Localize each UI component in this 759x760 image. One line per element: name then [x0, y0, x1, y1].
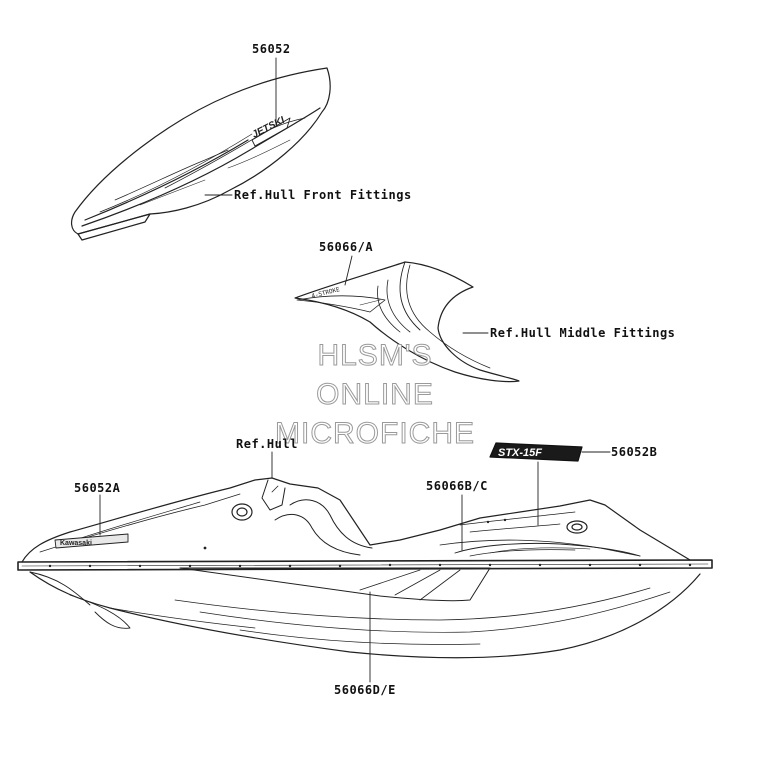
part-label-56066bc[interactable]: 56066B/C	[426, 479, 488, 493]
ref-hull[interactable]: Ref.Hull	[236, 437, 298, 451]
watermark-line-1: HLSM'S	[317, 339, 433, 373]
part-label-56052b[interactable]: 56052B	[611, 445, 658, 459]
hull-body: Kawasaki	[17, 477, 713, 659]
ref-hull-front-fittings[interactable]: Ref.Hull Front Fittings	[234, 188, 412, 202]
leader-lines	[99, 57, 611, 683]
four-stroke-text: 4-STROKE	[311, 286, 341, 300]
watermark-line-2: ONLINE	[316, 378, 434, 412]
watermark-line-3: MICROFICHE	[275, 417, 475, 451]
part-label-56066a[interactable]: 56066/A	[319, 240, 374, 254]
ref-hull-middle-fittings[interactable]: Ref.Hull Middle Fittings	[490, 326, 676, 340]
part-label-56052a[interactable]: 56052A	[74, 481, 121, 495]
stx-badge-text: STX-15F	[498, 447, 542, 459]
stx-badge: STX-15F	[489, 442, 583, 462]
front-hull-decal: JETSKI	[71, 67, 331, 241]
kawasaki-brand-text: Kawasaki	[60, 540, 92, 547]
part-label-56066de[interactable]: 56066D/E	[334, 683, 396, 697]
part-label-56052[interactable]: 56052	[252, 42, 291, 56]
jetski-logo-text: JETSKI	[250, 115, 286, 141]
